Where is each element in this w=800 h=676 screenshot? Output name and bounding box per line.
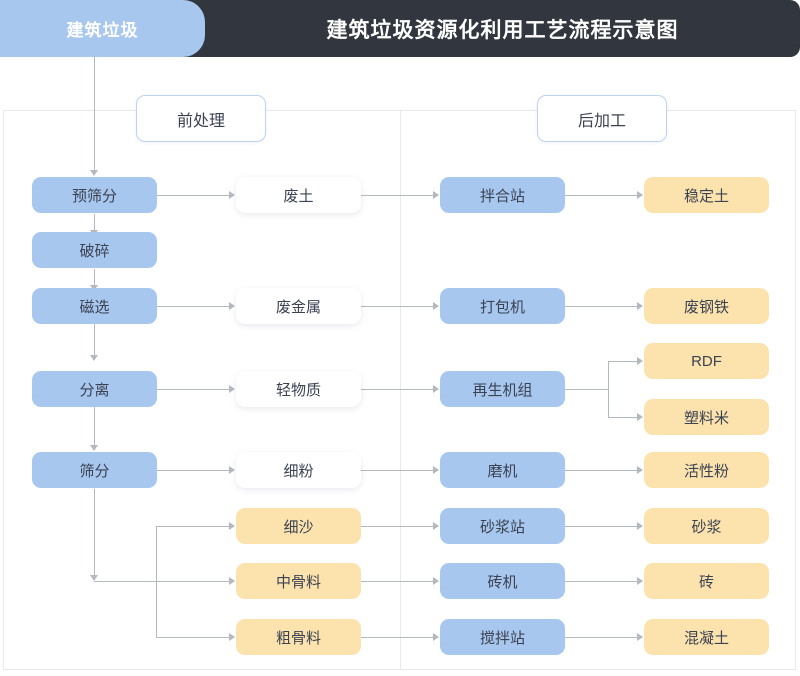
node-rdf[interactable]: RDF (644, 343, 769, 379)
arrow-mortar (637, 522, 643, 530)
arrow-aggregates-down (90, 575, 98, 581)
connector-batchingplant-concrete (565, 637, 639, 638)
arrow-medium-aggregate (229, 577, 235, 585)
connector-mixingstation-stabilizedsoil (565, 195, 639, 196)
connector-magnetic-wastemetal (157, 306, 231, 307)
node-active-powder[interactable]: 活性粉 (644, 452, 769, 488)
connector-wastesoil-mixingstation (361, 195, 435, 196)
page-title: 建筑垃圾资源化利用工艺流程示意图 (326, 18, 679, 42)
node-mill[interactable]: 磨机 (440, 452, 565, 488)
header-tab-construction-waste: 建筑垃圾 (0, 0, 205, 57)
arrow-entry-down (90, 170, 98, 176)
node-batching-plant[interactable]: 搅拌站 (440, 619, 565, 655)
connector-aggregate-bracket (156, 526, 157, 637)
arrow-mortarstation (433, 522, 439, 530)
node-sieving[interactable]: 筛分 (32, 452, 157, 488)
node-magnetic-separation[interactable]: 磁选 (32, 288, 157, 324)
arrow-stabilizedsoil (637, 191, 643, 199)
stage-divider (400, 110, 401, 670)
connector-to-plasticpellet (608, 417, 639, 418)
connector-separate-sieve (94, 399, 95, 449)
node-mortar-station[interactable]: 砂浆站 (440, 508, 565, 544)
diagram-frame (3, 110, 796, 670)
arrow-finesand (229, 522, 235, 530)
connector-medium-brickmachine (361, 581, 435, 582)
connector-presieve-wastesoil (157, 195, 231, 196)
section-label-postprocessing: 后加工 (537, 95, 667, 142)
node-light-material[interactable]: 轻物质 (236, 371, 361, 407)
connector-wastemetal-baler (361, 306, 435, 307)
node-waste-metal[interactable]: 废金属 (236, 288, 361, 324)
connector-brickmachine-brick (565, 581, 639, 582)
connector-to-finesand (156, 526, 231, 527)
node-concrete[interactable]: 混凝土 (644, 619, 769, 655)
arrow-plasticpellet (637, 413, 643, 421)
connector-lightmaterial-recycleunit (361, 389, 435, 390)
arrow-brick (637, 577, 643, 585)
node-waste-soil[interactable]: 废土 (236, 177, 361, 213)
node-recycling-unit[interactable]: 再生机组 (440, 371, 565, 407)
connector-aggregate-trunk (94, 581, 231, 582)
connector-recycleunit-bracket (608, 361, 609, 417)
node-scrap-steel[interactable]: 废钢铁 (644, 288, 769, 324)
arrow-recycleunit (433, 385, 439, 393)
connector-presieve-crush (94, 214, 95, 234)
arrow-coarse-aggregate (229, 633, 235, 641)
node-plastic-pellet[interactable]: 塑料米 (644, 399, 769, 435)
arrow-rdf (637, 357, 643, 365)
arrow-activepowder (637, 466, 643, 474)
connector-entry-vertical (94, 57, 95, 173)
arrow-mill (433, 466, 439, 474)
node-baler[interactable]: 打包机 (440, 288, 565, 324)
node-brick[interactable]: 砖 (644, 563, 769, 599)
arrow-mixingstation (433, 191, 439, 199)
arrow-batchingplant (433, 633, 439, 641)
connector-crush-magnetic (94, 269, 95, 289)
node-mixing-station[interactable]: 拌合站 (440, 177, 565, 213)
arrow-separate-down (90, 355, 98, 361)
section-label-pretreatment: 前处理 (136, 95, 266, 142)
connector-to-coarse-aggregate (156, 637, 231, 638)
arrow-sieve-down (90, 445, 98, 451)
node-stabilized-soil[interactable]: 稳定土 (644, 177, 769, 213)
node-separation[interactable]: 分离 (32, 371, 157, 407)
connector-mill-activepowder (565, 470, 639, 471)
node-coarse-aggregate[interactable]: 粗骨料 (236, 619, 361, 655)
connector-recycleunit-trunk (565, 389, 609, 390)
node-fine-powder[interactable]: 细粉 (236, 452, 361, 488)
connector-mortarstation-mortar (565, 526, 639, 527)
arrow-baler (433, 302, 439, 310)
arrow-wastesoil (229, 191, 235, 199)
connector-magnetic-separate (94, 324, 95, 359)
node-medium-aggregate[interactable]: 中骨料 (236, 563, 361, 599)
arrow-scrapsteel (637, 302, 643, 310)
arrow-finepowder (229, 466, 235, 474)
node-brick-machine[interactable]: 砖机 (440, 563, 565, 599)
arrow-wastemetal (229, 302, 235, 310)
connector-separate-lightmaterial (157, 389, 231, 390)
connector-to-rdf (608, 361, 639, 362)
arrow-concrete (637, 633, 643, 641)
connector-finepowder-mill (361, 470, 435, 471)
connector-coarse-batchingplant (361, 637, 435, 638)
connector-sieve-aggregates (94, 489, 95, 580)
node-fine-sand[interactable]: 细沙 (236, 508, 361, 544)
arrow-brickmachine (433, 577, 439, 585)
node-mortar[interactable]: 砂浆 (644, 508, 769, 544)
node-crushing[interactable]: 破碎 (32, 232, 157, 268)
connector-sieve-finepowder (157, 470, 231, 471)
connector-finesand-mortarstation (361, 526, 435, 527)
arrow-lightmaterial (229, 385, 235, 393)
connector-baler-scrapsteel (565, 306, 639, 307)
node-pre-sieving[interactable]: 预筛分 (32, 177, 157, 213)
